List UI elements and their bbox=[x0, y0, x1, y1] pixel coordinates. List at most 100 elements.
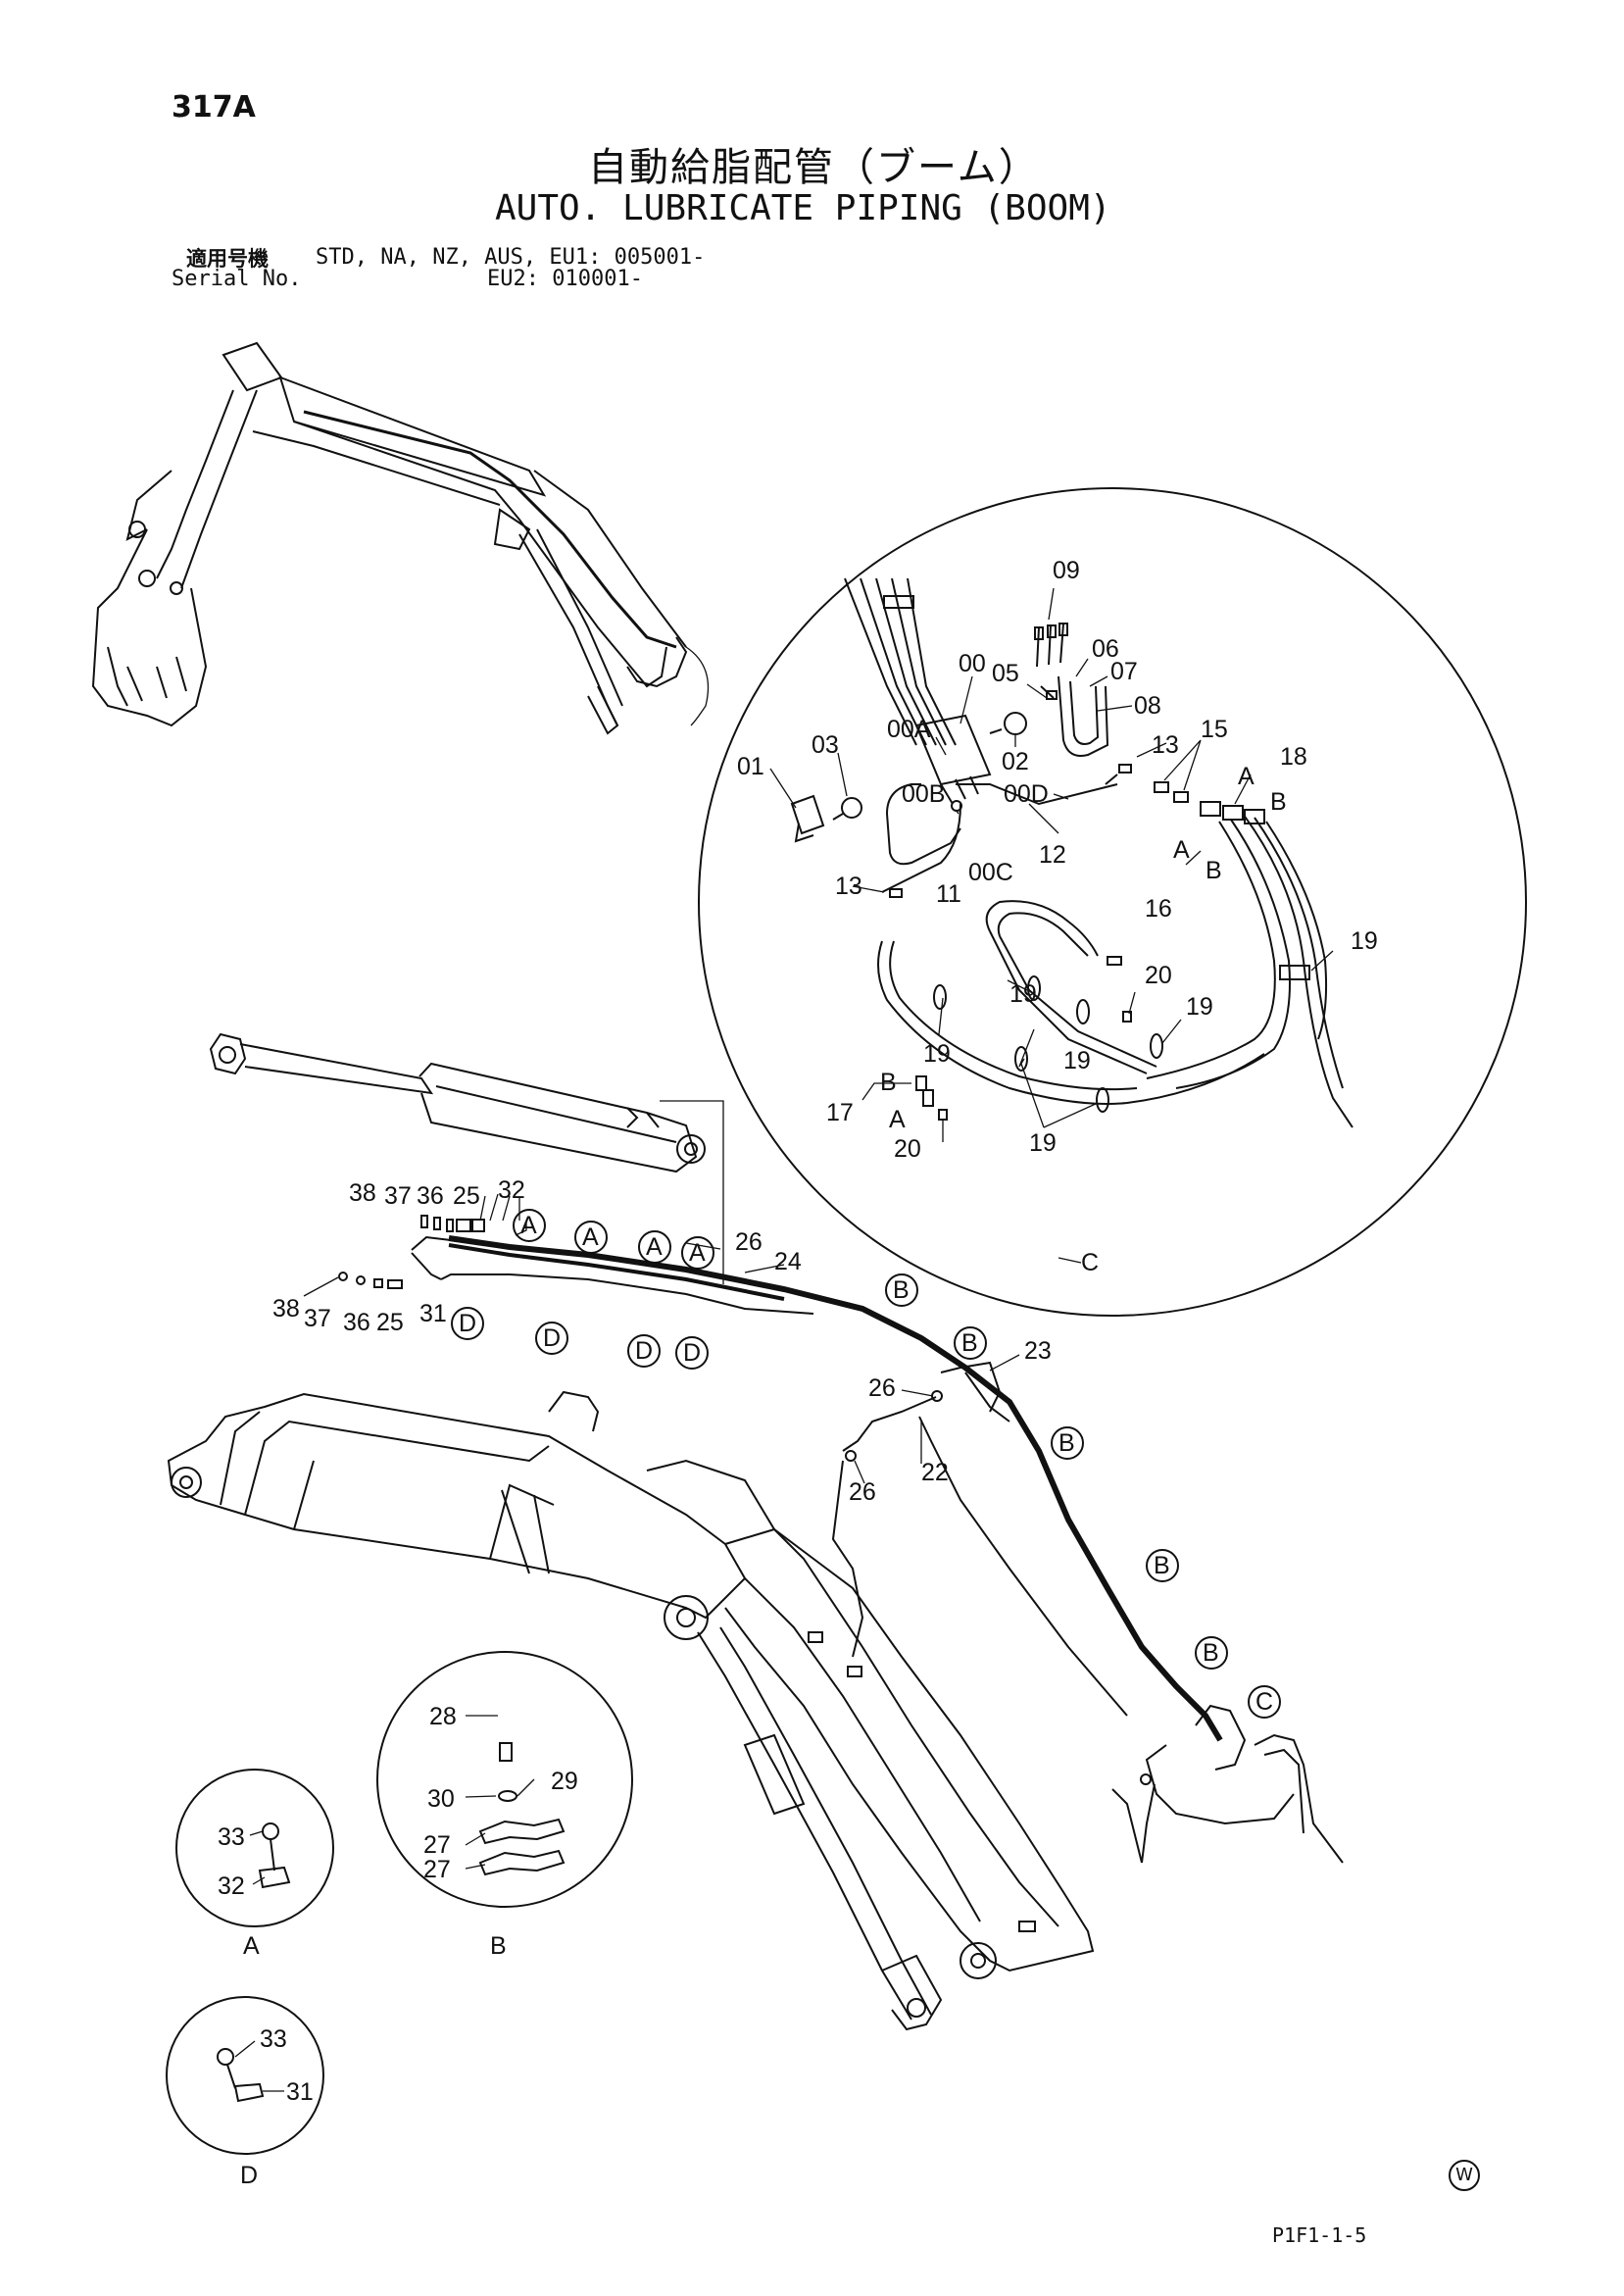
callout-15: 15 bbox=[1201, 716, 1228, 743]
main-boom-drawing bbox=[167, 1390, 1095, 2031]
callout-19-d: 19 bbox=[1063, 1047, 1091, 1074]
marker-a-3: A bbox=[646, 1233, 663, 1261]
marker-a-2: A bbox=[582, 1223, 599, 1251]
callout-22: 22 bbox=[921, 1459, 949, 1486]
callout-b-upper: B bbox=[1270, 788, 1287, 816]
overview-boom-drawing bbox=[91, 341, 710, 735]
detail-view-c-label: C bbox=[1081, 1249, 1099, 1276]
detail-view-c-frame bbox=[698, 487, 1527, 1317]
callout-24: 24 bbox=[774, 1248, 802, 1275]
main-harness bbox=[338, 1215, 1344, 1864]
serial-line-1: STD, NA, NZ, AUS, EU1: 005001- bbox=[316, 245, 706, 270]
detail-view-d-label: D bbox=[240, 2162, 258, 2189]
callout-38-bottom: 38 bbox=[272, 1295, 300, 1323]
callout-26-middle: 26 bbox=[868, 1374, 896, 1402]
title-japanese: 自動給脂配管（ブーム） bbox=[588, 145, 1040, 190]
boom-cylinder-drawing bbox=[209, 1032, 706, 1173]
callout-a-middle: A bbox=[1173, 836, 1190, 864]
marker-a-1: A bbox=[520, 1212, 537, 1239]
callout-a-lower: A bbox=[889, 1106, 906, 1133]
callout-18: 18 bbox=[1280, 743, 1307, 771]
callout-31-d: 31 bbox=[286, 2078, 314, 2106]
figure-code: P1F1-1-5 bbox=[1272, 2223, 1367, 2247]
callout-a-upper: A bbox=[1238, 763, 1255, 790]
callout-06: 06 bbox=[1092, 635, 1119, 663]
callout-26-lower: 26 bbox=[849, 1478, 876, 1506]
callout-37-top: 37 bbox=[384, 1182, 412, 1210]
callout-23: 23 bbox=[1024, 1337, 1052, 1365]
callout-30: 30 bbox=[427, 1785, 455, 1813]
marker-b-2: B bbox=[961, 1329, 978, 1357]
callout-27-a: 27 bbox=[423, 1831, 451, 1859]
callout-00: 00 bbox=[959, 650, 986, 677]
callout-08: 08 bbox=[1134, 692, 1161, 720]
callout-13-lower: 13 bbox=[835, 873, 862, 900]
marker-d-1: D bbox=[459, 1310, 476, 1337]
callout-25-bottom: 25 bbox=[376, 1309, 404, 1336]
marker-a-4: A bbox=[689, 1239, 706, 1267]
callout-01: 01 bbox=[737, 753, 764, 780]
marker-b-5: B bbox=[1203, 1639, 1219, 1667]
callout-11: 11 bbox=[936, 880, 961, 908]
footer-mark: W bbox=[1449, 2160, 1480, 2191]
callout-19-e: 19 bbox=[1029, 1129, 1057, 1157]
callout-20-upper: 20 bbox=[1145, 962, 1172, 989]
marker-d-4: D bbox=[683, 1339, 701, 1367]
callout-03: 03 bbox=[812, 731, 839, 759]
callout-19-a: 19 bbox=[1009, 980, 1037, 1008]
callout-32-a: 32 bbox=[218, 1872, 245, 1900]
callout-00b: 00B bbox=[902, 780, 945, 808]
callout-00d: 00D bbox=[1004, 780, 1049, 808]
detail-view-a-label: A bbox=[243, 1932, 260, 1960]
marker-b-4: B bbox=[1154, 1552, 1170, 1579]
callout-33-a: 33 bbox=[218, 1823, 245, 1851]
marker-c-1: C bbox=[1255, 1688, 1273, 1716]
callout-19-b: 19 bbox=[1186, 993, 1213, 1021]
serial-label-en: Serial No. bbox=[172, 267, 302, 291]
detail-view-a-frame bbox=[175, 1769, 334, 1927]
callout-36-top: 36 bbox=[417, 1182, 444, 1210]
callout-36-bottom: 36 bbox=[343, 1309, 370, 1336]
title-english: AUTO. LUBRICATE PIPING (BOOM) bbox=[495, 188, 1111, 228]
marker-d-3: D bbox=[635, 1337, 653, 1365]
callout-19-c: 19 bbox=[923, 1040, 951, 1068]
callout-16: 16 bbox=[1145, 895, 1172, 923]
circle-markers: A A A A D D D D B B B B B C bbox=[451, 1209, 1281, 1719]
detail-view-b-frame bbox=[376, 1651, 633, 1908]
callout-b-lower: B bbox=[880, 1069, 897, 1096]
callout-00c: 00C bbox=[968, 859, 1013, 886]
callout-25-top: 25 bbox=[453, 1182, 480, 1210]
callout-33-d: 33 bbox=[260, 2025, 287, 2053]
callout-29: 29 bbox=[551, 1768, 578, 1795]
callout-31: 31 bbox=[419, 1300, 447, 1327]
callout-17: 17 bbox=[826, 1099, 854, 1126]
serial-line-2: EU2: 010001- bbox=[487, 267, 643, 291]
leader-lines bbox=[234, 587, 1334, 2092]
page-number: 317A bbox=[172, 90, 256, 125]
callout-37-bottom: 37 bbox=[304, 1305, 331, 1332]
callout-32: 32 bbox=[498, 1176, 525, 1204]
marker-b-1: B bbox=[893, 1276, 910, 1304]
callout-numbers: 09 00 05 06 07 08 00A 03 02 13 15 18 01 … bbox=[218, 557, 1378, 2106]
callout-19-right: 19 bbox=[1351, 927, 1378, 955]
marker-b-3: B bbox=[1058, 1429, 1075, 1457]
callout-38-top: 38 bbox=[349, 1179, 376, 1207]
marker-d-2: D bbox=[543, 1324, 561, 1352]
detail-c-parts bbox=[790, 577, 1353, 1128]
callout-27-b: 27 bbox=[423, 1856, 451, 1883]
detail-view-d-frame bbox=[166, 1996, 324, 2155]
callout-07: 07 bbox=[1110, 658, 1138, 685]
callout-28: 28 bbox=[429, 1703, 457, 1730]
serial-label-jp: 適用号機 bbox=[186, 247, 269, 271]
callout-00a: 00A bbox=[887, 716, 931, 743]
callout-13-upper: 13 bbox=[1152, 731, 1179, 759]
callout-b-middle: B bbox=[1206, 857, 1222, 884]
callout-12: 12 bbox=[1039, 841, 1066, 869]
callout-20-lower: 20 bbox=[894, 1135, 921, 1163]
callout-02: 02 bbox=[1002, 748, 1029, 775]
detail-view-b-label: B bbox=[490, 1932, 507, 1960]
callout-09: 09 bbox=[1053, 557, 1080, 584]
callout-05: 05 bbox=[992, 660, 1019, 687]
callout-26-upper: 26 bbox=[735, 1228, 763, 1256]
